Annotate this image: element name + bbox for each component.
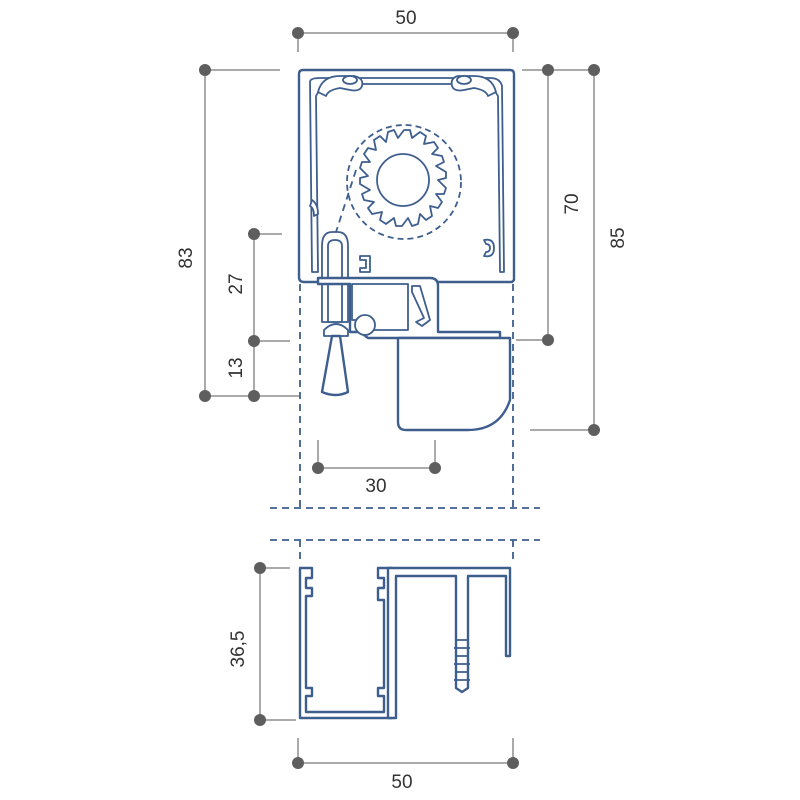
dim-left-lower: 13 — [226, 357, 247, 378]
dim-left-total: 83 — [176, 247, 197, 268]
dim-guide-height: 36,5 — [228, 631, 249, 668]
dimension-labels: 50 83 27 13 70 85 30 36,5 50 — [176, 8, 629, 793]
guide-rail-profile — [298, 566, 512, 720]
dim-right-outer: 85 — [608, 227, 629, 248]
dim-guide-width: 50 — [391, 772, 412, 793]
dim-right-inner: 70 — [562, 193, 583, 214]
dim-left-upper: 27 — [226, 273, 247, 294]
dim-bottom-rail: 30 — [365, 476, 386, 497]
dim-top-width: 50 — [395, 8, 416, 29]
bottom-rail-assembly — [316, 231, 512, 432]
dimension-lines — [199, 27, 600, 769]
roller-tube — [335, 124, 462, 240]
